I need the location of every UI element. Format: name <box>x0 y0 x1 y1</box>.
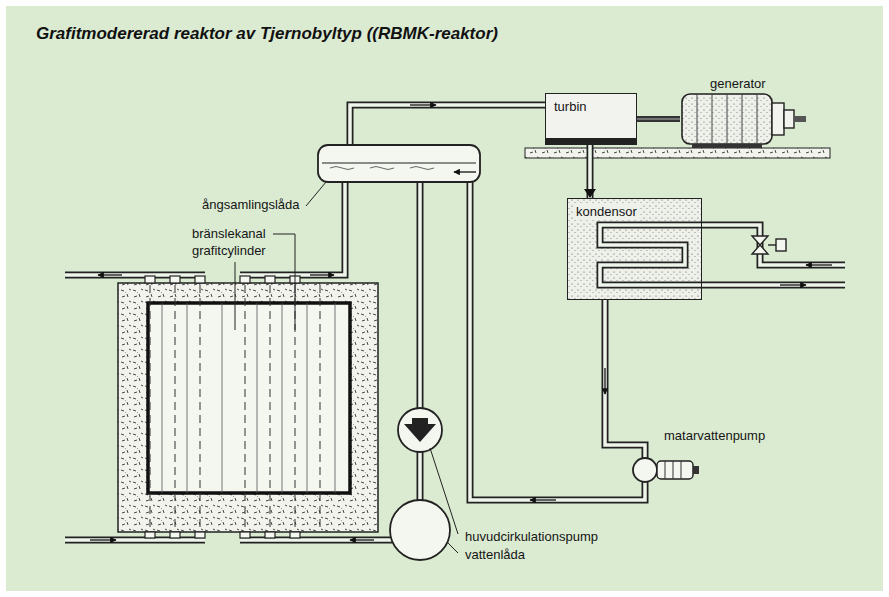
pipe-inner <box>470 182 645 500</box>
flow-arrow <box>806 264 832 265</box>
channel-stubs <box>290 532 300 538</box>
flow-arrow <box>454 171 476 172</box>
feedwater-pump <box>657 461 693 479</box>
generator-figure <box>784 110 794 128</box>
shaft-connector <box>637 118 680 120</box>
pipe-outline <box>65 537 205 544</box>
pipe-inner <box>418 182 422 408</box>
cooling-valve <box>752 236 786 254</box>
generator-figure <box>692 144 762 148</box>
leader-line <box>430 448 458 534</box>
generator-figure <box>697 94 757 144</box>
pipe-outline <box>417 182 424 408</box>
leader-line <box>235 262 236 330</box>
channel-stubs <box>195 276 205 283</box>
channel-stubs <box>170 276 180 283</box>
background-panel <box>6 6 883 591</box>
channel-stubs <box>240 276 250 283</box>
generator-figure <box>682 94 772 144</box>
circulation-pump <box>398 408 442 452</box>
cooling-valve <box>768 244 776 245</box>
cooling-valve <box>752 236 768 254</box>
node-label: generator <box>710 76 766 92</box>
reactor-core <box>162 303 335 493</box>
feedwater-pump <box>665 461 681 479</box>
water-box <box>390 500 450 560</box>
pipe-outline <box>417 452 424 500</box>
generator-figure <box>772 103 784 135</box>
pipe-outline <box>470 182 645 500</box>
circulation-pump <box>404 418 436 442</box>
channel-stubs <box>265 276 275 283</box>
shaft-connector <box>637 119 680 120</box>
pipe-inner <box>350 105 545 145</box>
generator-figure <box>794 116 806 122</box>
turbine-box: turbin <box>545 93 637 145</box>
pipe-inner <box>418 452 422 500</box>
channel-stubs <box>170 532 180 538</box>
condenser-box: kondensor <box>567 198 702 300</box>
leader-line <box>448 543 458 553</box>
water-box <box>390 500 450 560</box>
steam-drum <box>330 167 434 170</box>
channel-stubs <box>265 532 275 538</box>
pipe-inner <box>65 538 205 542</box>
reactor-core <box>118 283 378 532</box>
flow-arrow <box>410 104 436 105</box>
flow-arrow <box>90 539 116 540</box>
pipe-outline <box>65 105 845 540</box>
diagram-title: Grafitmodererad reaktor av Tjernobyltyp … <box>36 24 498 44</box>
flow-arrow <box>780 284 806 285</box>
flow-arrow <box>350 539 374 540</box>
part-label: vattenlåda <box>463 547 527 563</box>
node-label: turbin <box>554 99 587 115</box>
node-label: kondensor <box>574 204 639 220</box>
channel-stubs <box>195 532 205 538</box>
channel-stubs <box>145 276 300 538</box>
flow-arrow <box>98 274 122 275</box>
steam-drum <box>322 163 476 164</box>
shaft-connector <box>637 116 680 122</box>
pipe-outline <box>605 300 645 458</box>
leader-line <box>306 182 326 206</box>
generator-box: generator <box>680 74 802 146</box>
arrow-head <box>584 189 596 198</box>
channel-stubs <box>240 532 250 538</box>
part-label: huvudcirkulationspump <box>463 529 600 545</box>
steam-drum <box>318 145 480 182</box>
part-label: matarvattenpump <box>662 428 767 444</box>
feedwater-pump <box>693 466 699 474</box>
steam-drum <box>318 145 480 182</box>
pipe-inner <box>605 300 645 458</box>
part-label: bränslekanal <box>190 226 268 242</box>
pipe-inner <box>65 105 845 540</box>
leader-line <box>273 234 295 330</box>
pipe-outline <box>350 105 545 145</box>
pipe-outline <box>600 225 845 285</box>
channel-stubs <box>145 276 155 283</box>
part-label: ångsamlingslåda <box>200 197 302 213</box>
leader-line <box>235 182 458 553</box>
machine-floor <box>525 148 830 158</box>
feedwater-pump <box>633 458 699 482</box>
pipe-inner <box>240 538 392 542</box>
reactor-core <box>118 283 378 532</box>
cooling-valve <box>776 239 786 251</box>
feedwater-pump <box>633 458 657 482</box>
pipe-outline <box>65 272 205 279</box>
pipe-inner <box>600 225 845 285</box>
flow-arrow <box>90 105 832 540</box>
pipe-outline <box>240 537 392 544</box>
generator-figure <box>682 94 806 148</box>
flow-arrow <box>604 368 605 394</box>
channel-stubs <box>145 532 155 538</box>
steam-pipe-connector <box>584 145 596 198</box>
circulation-pump <box>398 408 442 452</box>
flow-arrow <box>530 499 556 500</box>
flow-arrow <box>310 274 334 275</box>
pipe-inner <box>65 273 205 277</box>
part-label: grafitcylinder <box>190 243 268 259</box>
